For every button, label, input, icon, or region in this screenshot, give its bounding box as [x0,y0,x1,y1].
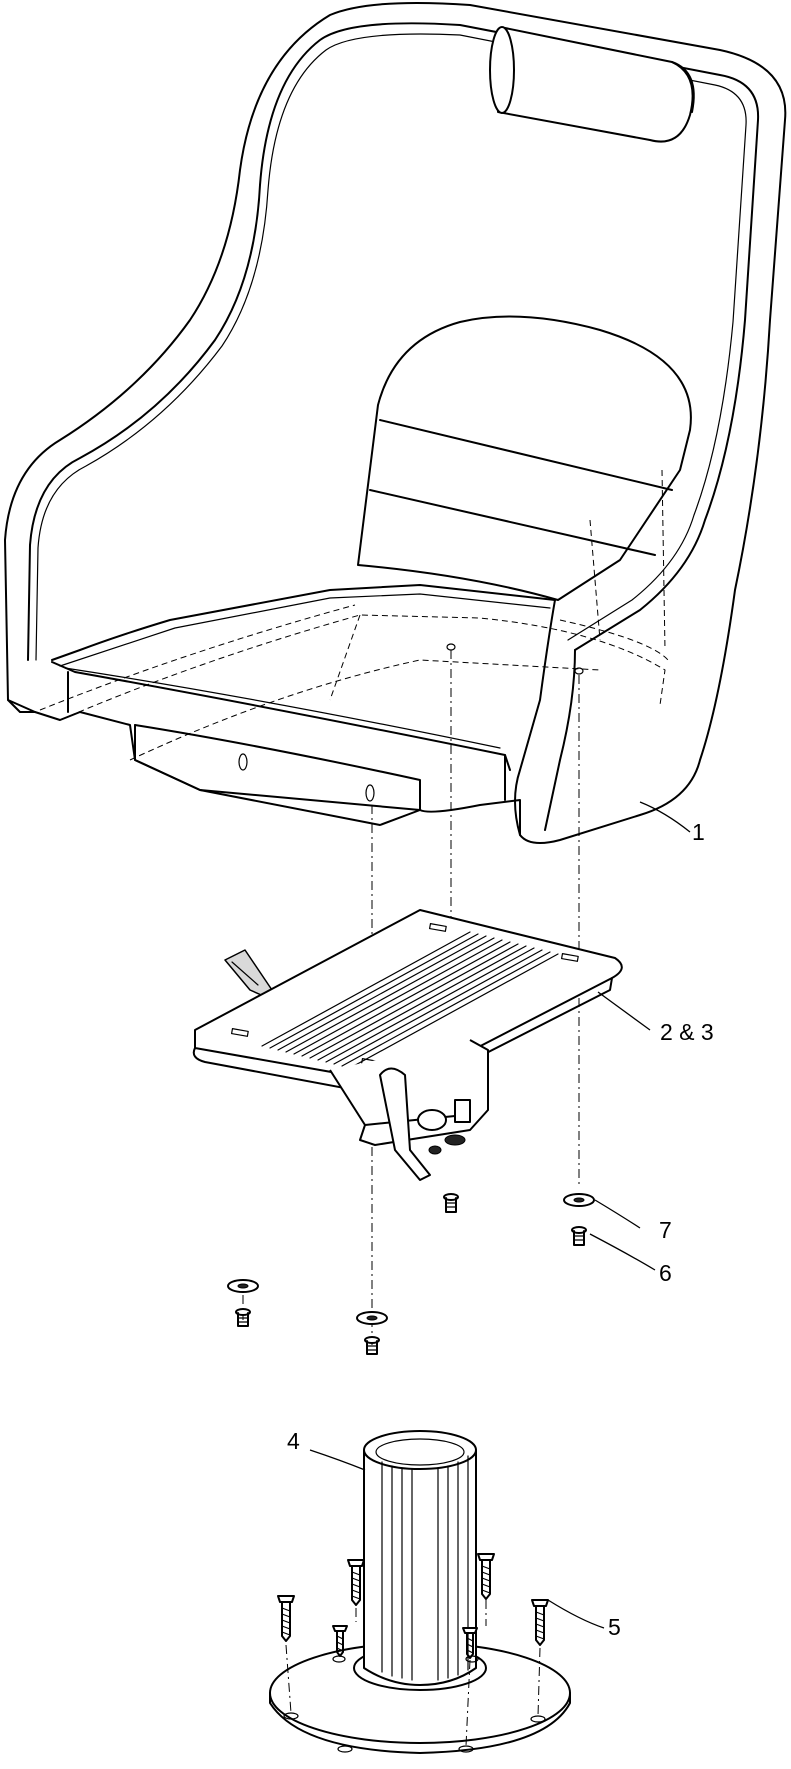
hardware-center [356,1311,388,1355]
hardware-right [563,1193,595,1246]
callout-1: 1 [692,819,705,845]
base-screws [277,1553,549,1659]
plate-ribs [261,931,559,1069]
headrest-roll [489,26,695,143]
callout-6: 6 [659,1260,672,1286]
seat-shell [4,2,787,845]
leader-lines [309,801,691,1629]
pedestal-base [269,1430,571,1754]
callout-2-3: 2 & 3 [660,1019,714,1045]
hardware-left [227,1279,259,1327]
callout-5: 5 [608,1614,621,1640]
callout-4: 4 [287,1428,300,1454]
callout-labels: 1 2 & 3 4 5 6 7 [287,819,714,1640]
center-bolt [443,1193,459,1213]
callout-7: 7 [659,1217,672,1243]
swivel-mechanism [192,909,623,1213]
